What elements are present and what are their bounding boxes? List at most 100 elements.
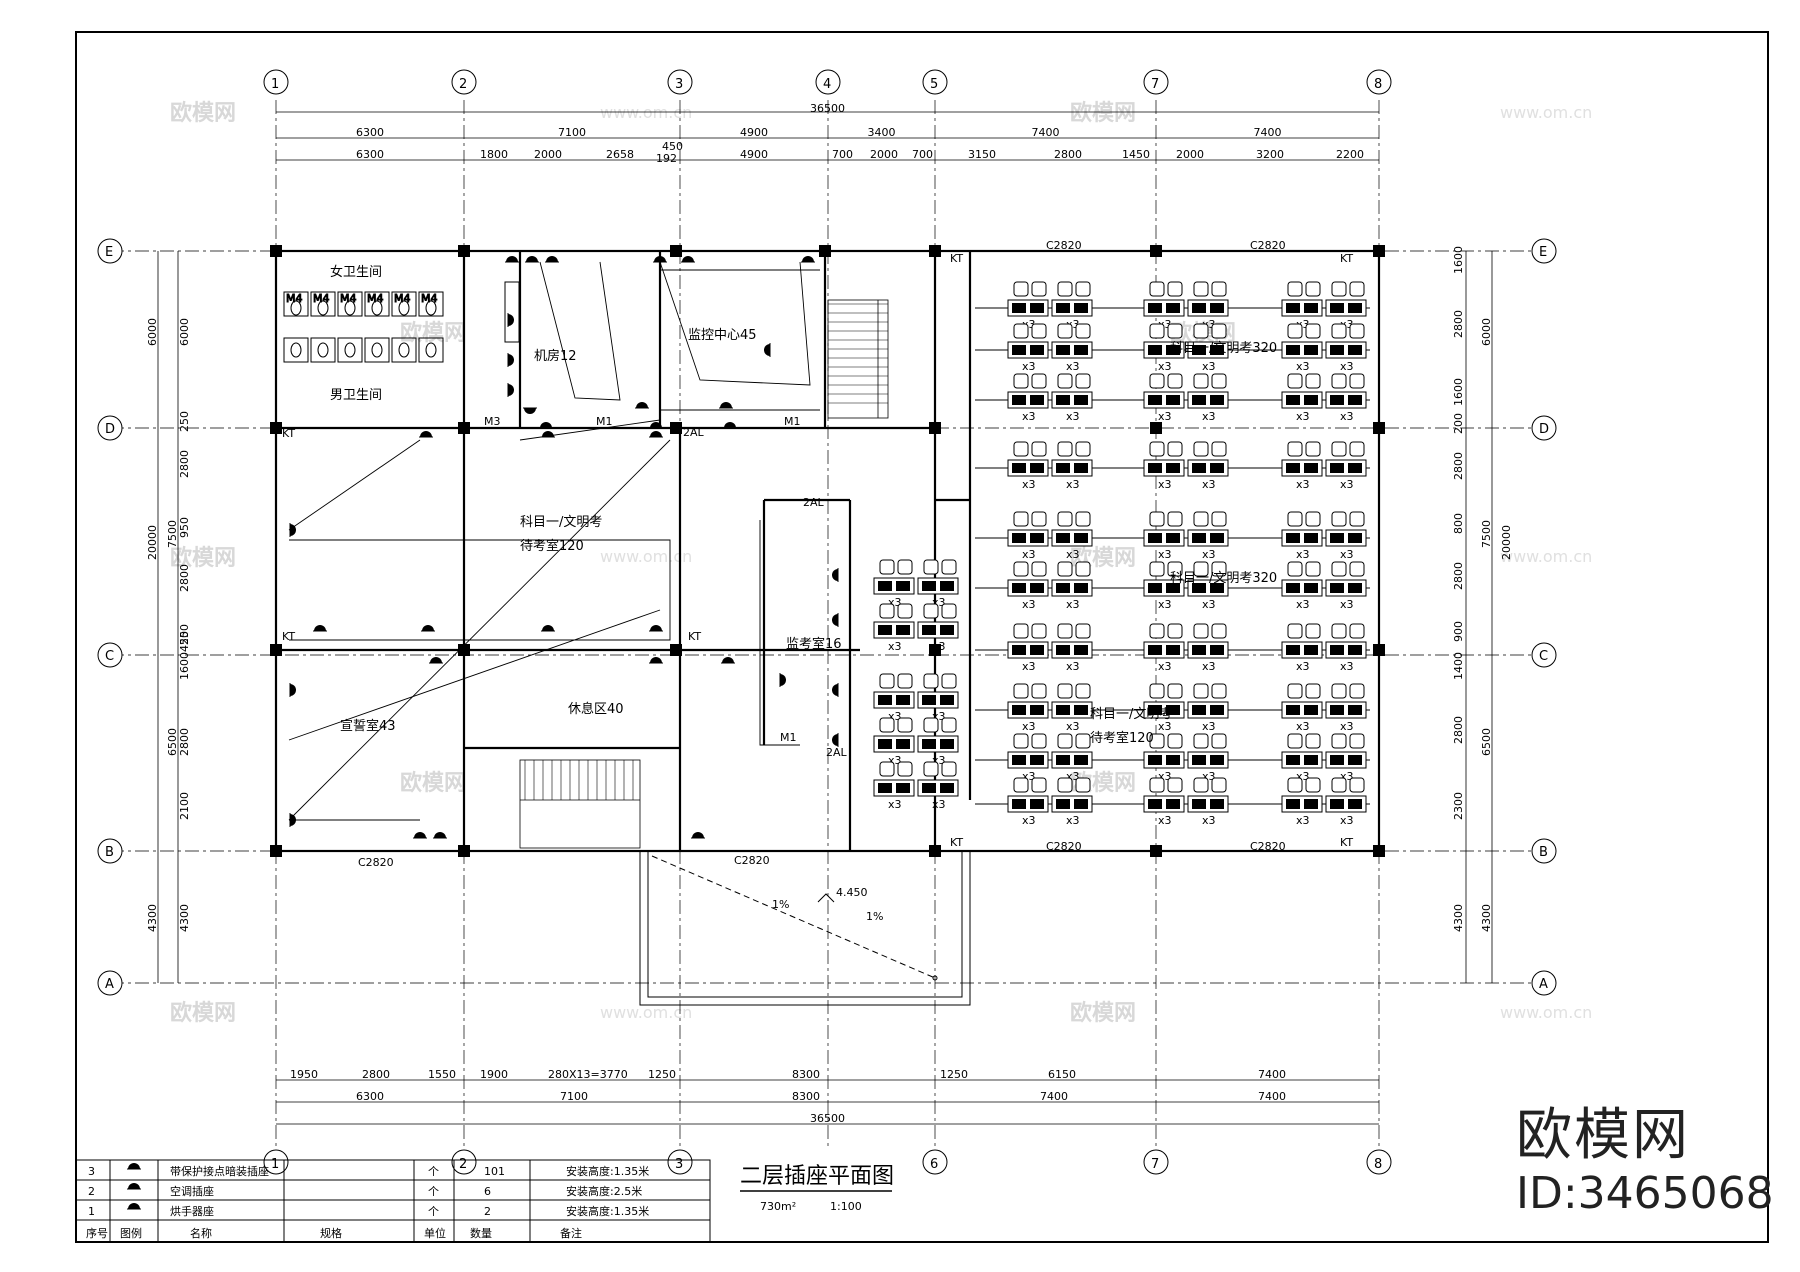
column — [929, 644, 941, 656]
axis-bubble — [1143, 69, 1169, 95]
monitor — [878, 695, 892, 705]
dim-label: 450 — [178, 631, 191, 652]
x3-tag: x3 — [1340, 478, 1354, 491]
axis-bubble — [1366, 1149, 1392, 1175]
chair — [1305, 777, 1321, 793]
dim-label: 6300 — [356, 1090, 384, 1103]
dim-label: 450 — [662, 140, 683, 153]
axis-label: 7 — [1151, 1157, 1159, 1172]
chair — [1331, 441, 1347, 457]
chair — [1287, 777, 1303, 793]
dim-label: 1800 — [480, 148, 508, 161]
chair — [1149, 281, 1165, 297]
socket-symbols — [289, 256, 839, 839]
monitor — [1304, 345, 1318, 355]
chair — [1193, 623, 1209, 639]
axis-label: B — [1539, 845, 1548, 860]
monitor — [1166, 645, 1180, 655]
watermark-url: www.om.cn — [1500, 547, 1592, 566]
socket-icon — [507, 313, 514, 327]
chair — [1167, 511, 1183, 527]
monitor — [1210, 463, 1224, 473]
monitor — [1074, 533, 1088, 543]
level-tag: 4.450 — [836, 886, 868, 899]
dim-label: 1600 — [1452, 246, 1465, 274]
dim-label: 2800 — [362, 1068, 390, 1081]
monitor — [1056, 303, 1070, 313]
chair — [1193, 561, 1209, 577]
monitor — [1192, 705, 1206, 715]
chair — [923, 761, 939, 777]
monitor — [1166, 799, 1180, 809]
chair — [897, 761, 913, 777]
chair — [1287, 281, 1303, 297]
chair — [1149, 623, 1165, 639]
legend-qty: 101 — [484, 1165, 505, 1178]
dim-label: 2800 — [178, 564, 191, 592]
axis-bubble — [97, 838, 123, 864]
chair — [1287, 323, 1303, 339]
chair — [1211, 623, 1227, 639]
room-exam-c-line1: 科目一/文明考 — [1090, 707, 1172, 722]
socket-icon — [832, 733, 839, 747]
chair — [1031, 561, 1047, 577]
chair — [941, 603, 957, 619]
monitor — [1348, 583, 1362, 593]
monitor — [1148, 799, 1162, 809]
socket-icon — [649, 625, 663, 632]
legend-name: 空调插座 — [170, 1184, 214, 1198]
monitor — [1210, 395, 1224, 405]
chair — [1349, 323, 1365, 339]
chair — [1057, 623, 1073, 639]
chair — [1167, 777, 1183, 793]
axis-bubble — [1531, 238, 1557, 264]
chair — [1305, 733, 1321, 749]
monitor — [1286, 799, 1300, 809]
monitor — [1192, 645, 1206, 655]
axis-label: A — [105, 977, 114, 992]
x3-tag: x3 — [1158, 548, 1172, 561]
monitor — [1286, 533, 1300, 543]
room-exam-c-line2: 待考室120 — [1090, 730, 1154, 746]
dim-label: 3400 — [868, 126, 896, 139]
socket-icon — [832, 568, 839, 582]
socket-icon — [523, 407, 537, 414]
kt-tag: KT — [688, 630, 701, 643]
monitor — [940, 581, 954, 591]
chair — [1167, 683, 1183, 699]
monitor — [940, 739, 954, 749]
dim-label: 1450 — [1122, 148, 1150, 161]
axis-label: 8 — [1374, 77, 1382, 92]
column — [670, 422, 682, 434]
chair — [1349, 373, 1365, 389]
monitor — [1330, 395, 1344, 405]
dim-label: 200 — [1452, 413, 1465, 434]
kt-tag: KT — [282, 630, 295, 643]
chair — [1013, 511, 1029, 527]
stair-steps — [524, 303, 888, 800]
axis-label: A — [1539, 977, 1548, 992]
dim-label: 900 — [1452, 621, 1465, 642]
chair — [1013, 373, 1029, 389]
monitor — [1304, 799, 1318, 809]
monitor — [878, 739, 892, 749]
socket-icon — [507, 383, 514, 397]
dim-label: 2800 — [1452, 562, 1465, 590]
x3-tag: x3 — [888, 640, 902, 653]
chair — [1331, 733, 1347, 749]
axis-label: E — [105, 245, 113, 260]
dim-label: 4300 — [146, 904, 159, 932]
chair — [1167, 323, 1183, 339]
monitor — [1330, 345, 1344, 355]
panel-tag: 2AL — [826, 746, 848, 759]
monitor — [1012, 799, 1026, 809]
axis-label: E — [1539, 245, 1547, 260]
monitor — [1192, 755, 1206, 765]
column — [1150, 422, 1162, 434]
x3-tag: x3 — [932, 640, 946, 653]
chair — [1211, 683, 1227, 699]
monitor — [1330, 303, 1344, 313]
dim-label: 2100 — [178, 792, 191, 820]
chair — [1149, 777, 1165, 793]
